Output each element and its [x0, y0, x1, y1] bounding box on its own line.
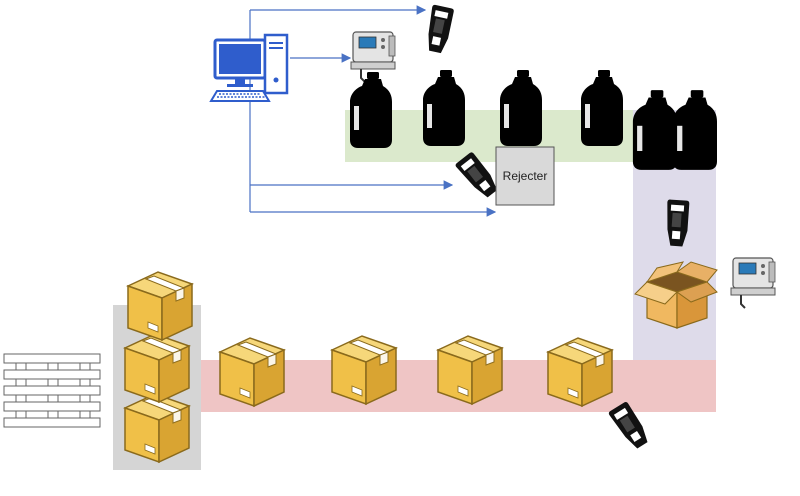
- jug-bottle-icon: [672, 90, 717, 170]
- inkjet-printer-icon: [730, 257, 776, 309]
- open-box-icon: [634, 261, 718, 329]
- box-stack: [124, 271, 193, 463]
- desktop-computer-icon: [209, 33, 289, 102]
- jug-bottle-icon: [500, 70, 542, 146]
- pallet-icon: [2, 352, 102, 430]
- jug-bottle-icon: [350, 72, 392, 148]
- cardboard-box-icon: [331, 335, 397, 405]
- rejecter-label: Rejecter: [503, 169, 548, 183]
- cardboard-box-icon: [547, 337, 613, 407]
- jug-bottle-icon: [581, 70, 623, 146]
- cardboard-box-icon: [127, 271, 193, 341]
- cardboard-box-icon: [219, 337, 285, 407]
- jug-bottle-icon: [632, 90, 677, 170]
- cardboard-box-icon: [437, 335, 503, 405]
- cardboard-box-icon: [124, 393, 190, 463]
- rejecter-unit: Rejecter: [495, 146, 555, 206]
- cardboard-box-icon: [124, 333, 190, 403]
- jug-bottle-icon: [423, 70, 465, 146]
- barcode-scanner-icon: [423, 4, 455, 54]
